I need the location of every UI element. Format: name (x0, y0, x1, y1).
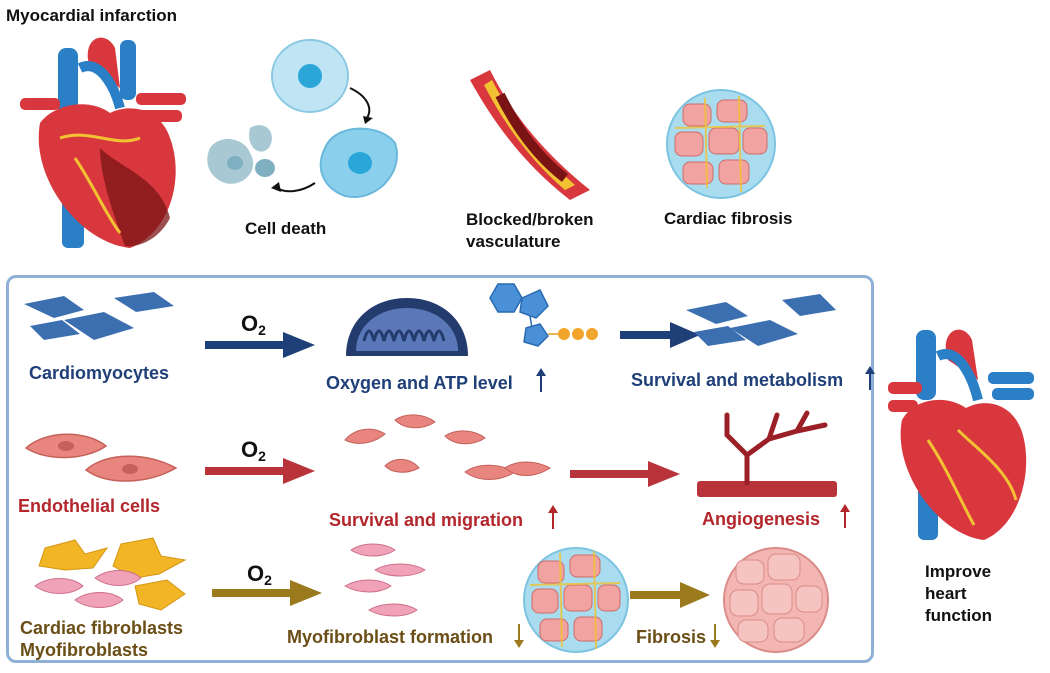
endothelial-cells-label: Endothelial cells (18, 496, 161, 516)
healthy-tissue-icon (723, 547, 829, 653)
o2-symbol: O (241, 437, 259, 462)
o2-subscript: 2 (258, 322, 266, 338)
improve-heart-label: Improve heart function (925, 561, 992, 627)
atp-molecule-icon (489, 283, 598, 347)
survival-metabolism-label: Survival and metabolism (631, 370, 844, 390)
up-arrow-icon (548, 505, 558, 529)
myofibroblast-formation-label: Myofibroblast formation (287, 627, 493, 647)
arrow-row3-b (630, 582, 710, 608)
survival-migration-label: Survival and migration (329, 510, 524, 530)
o2-label-row2: O2 (241, 437, 266, 464)
up-arrow-icon (840, 504, 850, 528)
o2-label-row3: O2 (247, 561, 272, 588)
o2-subscript: 2 (264, 572, 272, 588)
improve-line2: heart (925, 584, 967, 603)
cardiomyocytes-result-icon (686, 294, 836, 346)
vasculature-label-line2: vasculature (466, 232, 561, 251)
heart-icon (888, 329, 1034, 540)
cell-death-label: Cell death (245, 219, 327, 238)
fibroblasts-label-line1: Cardiac fibroblasts (20, 618, 184, 638)
vessel-icon (470, 70, 590, 200)
fibroblasts-label-line2: Myofibroblasts (20, 640, 149, 660)
arrow-row2-a (205, 458, 315, 484)
o2-symbol: O (241, 311, 259, 336)
heart-icon (20, 37, 186, 248)
o2-label-row1: O2 (241, 311, 266, 338)
angiogenesis-label: Angiogenesis (702, 509, 821, 529)
cell-icon (207, 39, 398, 199)
improve-line1: Improve (925, 562, 992, 581)
up-arrow-icon (865, 366, 875, 390)
oxygen-atp-label: Oxygen and ATP level (326, 373, 513, 393)
endothelial-cells-icon (24, 433, 178, 482)
down-arrow-icon (710, 624, 720, 648)
mitochondrion-icon (346, 298, 468, 356)
title: Myocardial infarction (6, 6, 177, 25)
down-arrow-icon (514, 624, 524, 648)
up-arrow-icon (536, 368, 546, 392)
cardiac-fibrosis-label: Cardiac fibrosis (664, 209, 793, 228)
migrating-cells-icon (344, 414, 551, 480)
arrow-row3-a (212, 580, 322, 606)
fibrosis-tissue-icon (666, 89, 776, 199)
cardiomyocytes-icon (24, 292, 174, 340)
o2-symbol: O (247, 561, 265, 586)
myofibroblast-cells-icon (343, 543, 427, 617)
fibrosis-tissue-icon (523, 547, 629, 653)
improve-line3: function (925, 606, 993, 625)
fibroblasts-icon (34, 537, 187, 611)
vasculature-label-line1: Blocked/broken (466, 210, 594, 229)
o2-subscript: 2 (258, 448, 266, 464)
cardiomyocytes-label: Cardiomyocytes (29, 363, 170, 383)
fibroblasts-label: Cardiac fibroblasts Myofibroblasts (20, 617, 183, 661)
capillary-icon (697, 410, 837, 497)
vasculature-label: Blocked/broken vasculature (466, 209, 594, 253)
fibrosis-label: Fibrosis (636, 627, 707, 647)
arrow-row2-b (570, 461, 680, 487)
mechanism-panel (6, 275, 874, 663)
arrow-row1-b (620, 322, 700, 348)
arrow-row1-a (205, 332, 315, 358)
